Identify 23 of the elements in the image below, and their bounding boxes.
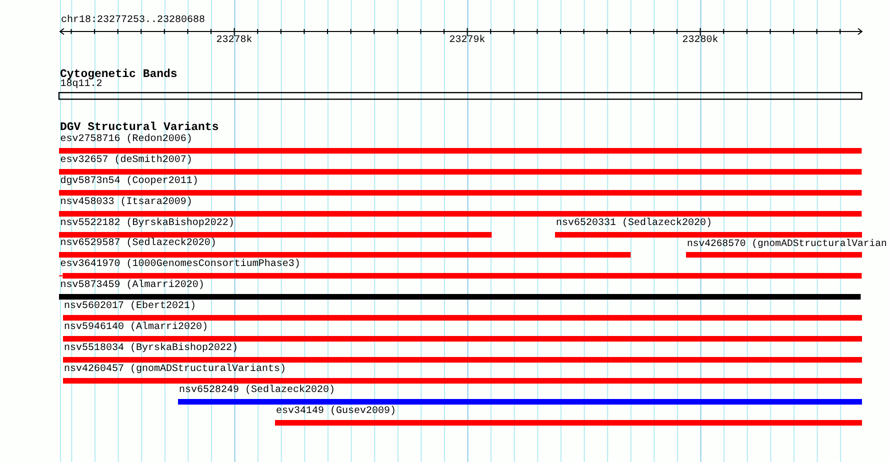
feature-label: esv32657 (deSmith2007) (59, 154, 194, 167)
feature-label: nsv458033 (Itsara2009) (59, 196, 194, 209)
feature-label: esv34149 (Gusev2009) (275, 406, 398, 418)
feature-label: nsv4260457 (gnomADStructuralVariants) (63, 364, 288, 376)
feature-label: nsv5518034 (ByrskaBishop2022) (63, 343, 240, 356)
feature-label: nsv6528249 (Sedlazeck2020) (178, 385, 336, 398)
feature-label: nsv6529587 (Sedlazeck2020) (59, 238, 218, 250)
feature-label: esv3641970 (1000GenomesConsortiumPhase3) (59, 259, 302, 272)
tick-label: 23279k (449, 35, 486, 47)
feature-label: esv2758716 (Redon2006) (59, 134, 194, 146)
band-label: 18q11.2 (59, 79, 102, 91)
tick-label: 23280k (682, 35, 718, 47)
feature-label: nsv6520331 (Sedlazeck2020) (555, 218, 714, 230)
feature-label: nsv4268570 (gnomADStructuralVarian (686, 238, 887, 250)
coordinate-label: chr18:23277253..23280688 (60, 15, 206, 27)
track-title: DGV Structural Variants (60, 121, 219, 134)
feature-label: nsv5873459 (Almarri2020) (59, 280, 206, 292)
track-title: Cytogenetic Bands (60, 68, 178, 80)
feature-label: nsv5946140 (Almarri2020) (63, 322, 210, 334)
tick-label: 23278k (216, 35, 252, 47)
feature-label: nsv5602017 (Ebert2021) (63, 301, 198, 314)
feature-label: dgv5873n54 (Cooper2011) (59, 176, 200, 188)
feature-label: nsv5522182 (ByrskaBishop2022) (59, 218, 236, 230)
